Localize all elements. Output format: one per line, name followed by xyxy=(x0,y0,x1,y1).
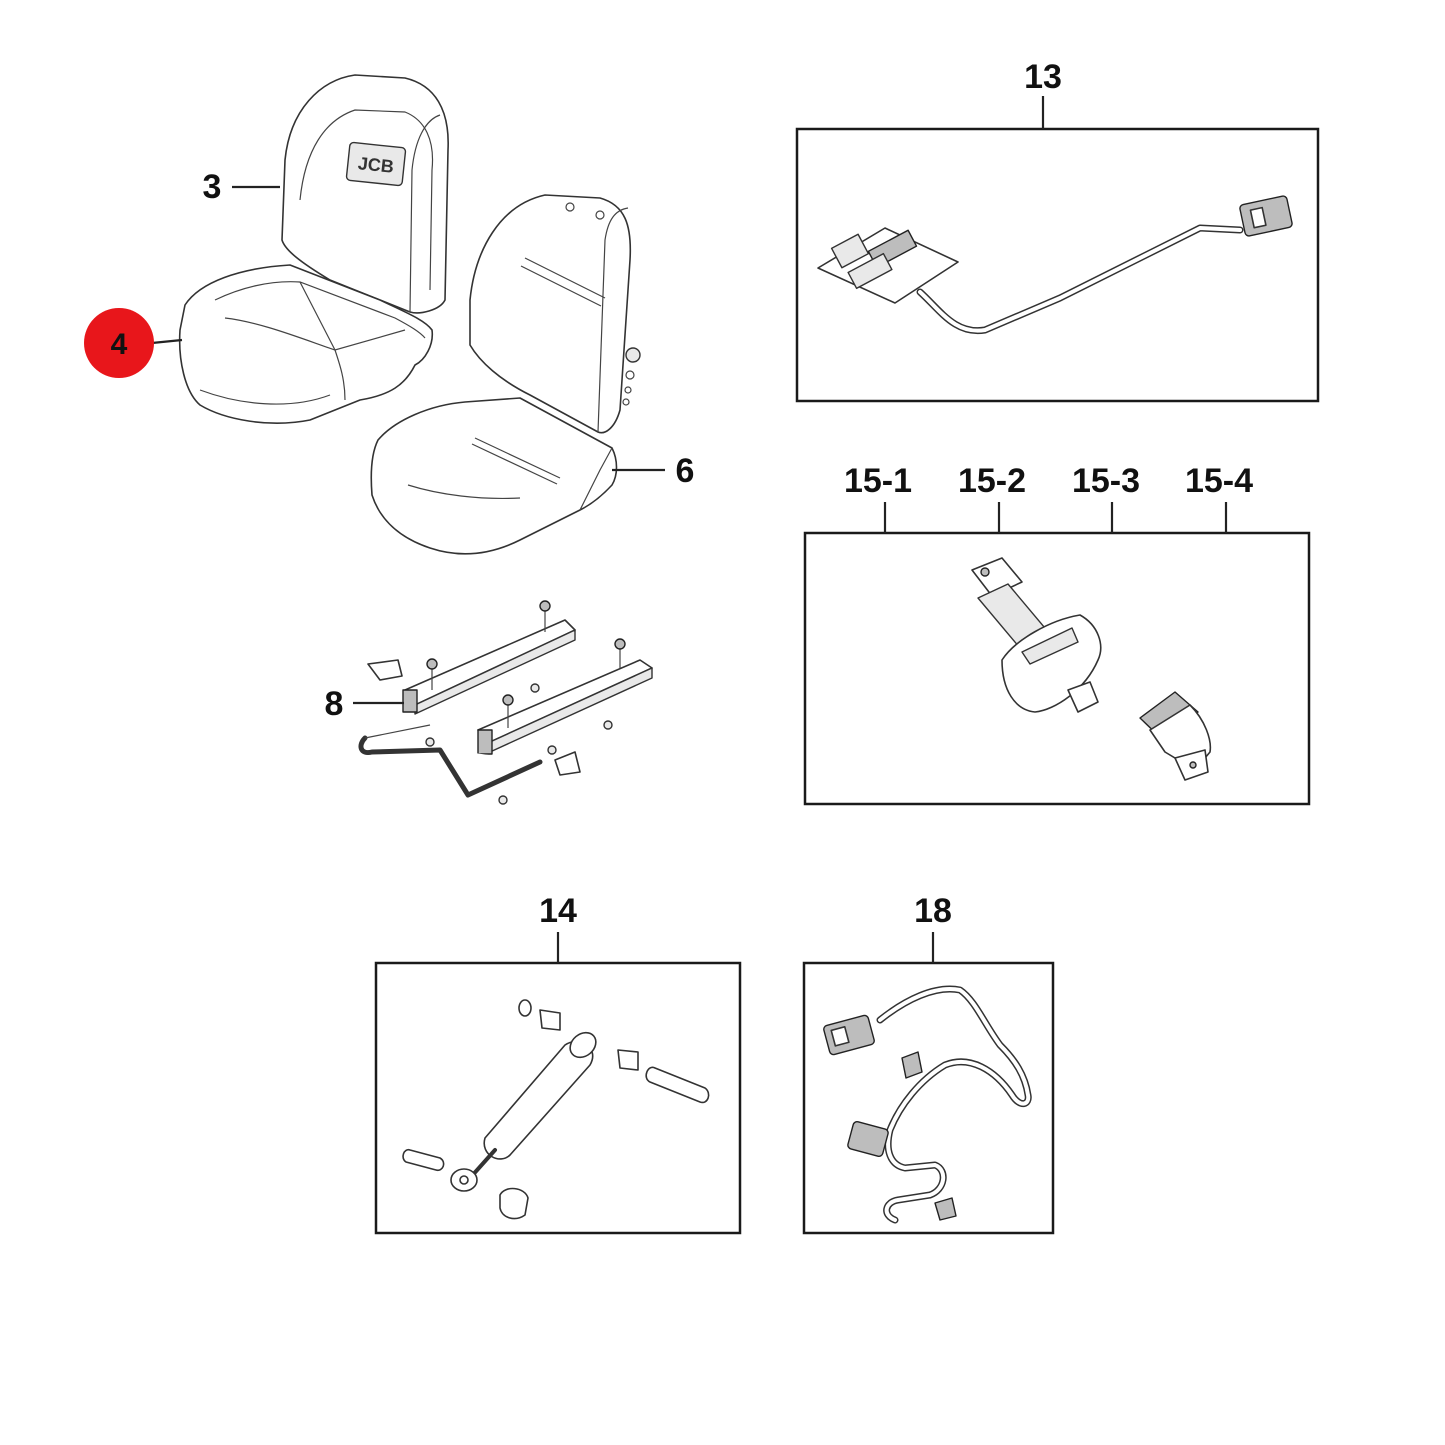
seat-rails-part-8[interactable] xyxy=(358,600,653,805)
backrest-logo-text: JCB xyxy=(357,153,395,177)
callout-4[interactable]: 4 xyxy=(111,328,128,361)
callout-15-3[interactable]: 15-3 xyxy=(1072,462,1140,500)
callout-14[interactable]: 14 xyxy=(539,892,577,930)
callout-8[interactable]: 8 xyxy=(325,685,344,723)
callout-6[interactable]: 6 xyxy=(676,452,695,490)
callout-3[interactable]: 3 xyxy=(203,168,222,206)
part-18-group: 18 xyxy=(802,892,1055,1235)
seat-belt-retractor[interactable] xyxy=(971,557,1102,713)
seat-backrest-part-3[interactable]: JCB xyxy=(281,74,449,314)
seat-cushion-part-4[interactable] xyxy=(178,264,434,424)
gas-strut-part-14[interactable] xyxy=(402,999,710,1220)
callout-15-4[interactable]: 15-4 xyxy=(1185,462,1253,500)
seat-belt-buckle[interactable] xyxy=(1139,691,1212,781)
callout-15-1[interactable]: 15-1 xyxy=(844,462,912,500)
seat-cushion-part-6[interactable] xyxy=(370,397,618,555)
callout-15-2[interactable]: 15-2 xyxy=(958,462,1026,500)
seat-switch-harness-part-13[interactable] xyxy=(817,195,1293,335)
callout-18[interactable]: 18 xyxy=(914,892,952,930)
leader-4 xyxy=(151,338,183,345)
seat-backrest-rear[interactable] xyxy=(469,194,641,434)
callout-4-highlight[interactable] xyxy=(84,308,154,378)
part-15-group: 15-1 15-2 15-3 15-4 xyxy=(803,462,1311,806)
part-14-group: 14 xyxy=(374,892,742,1235)
callout-13[interactable]: 13 xyxy=(1024,58,1062,96)
part-13-group: 13 xyxy=(795,58,1320,403)
wiring-harness-part-18[interactable] xyxy=(823,985,1032,1224)
